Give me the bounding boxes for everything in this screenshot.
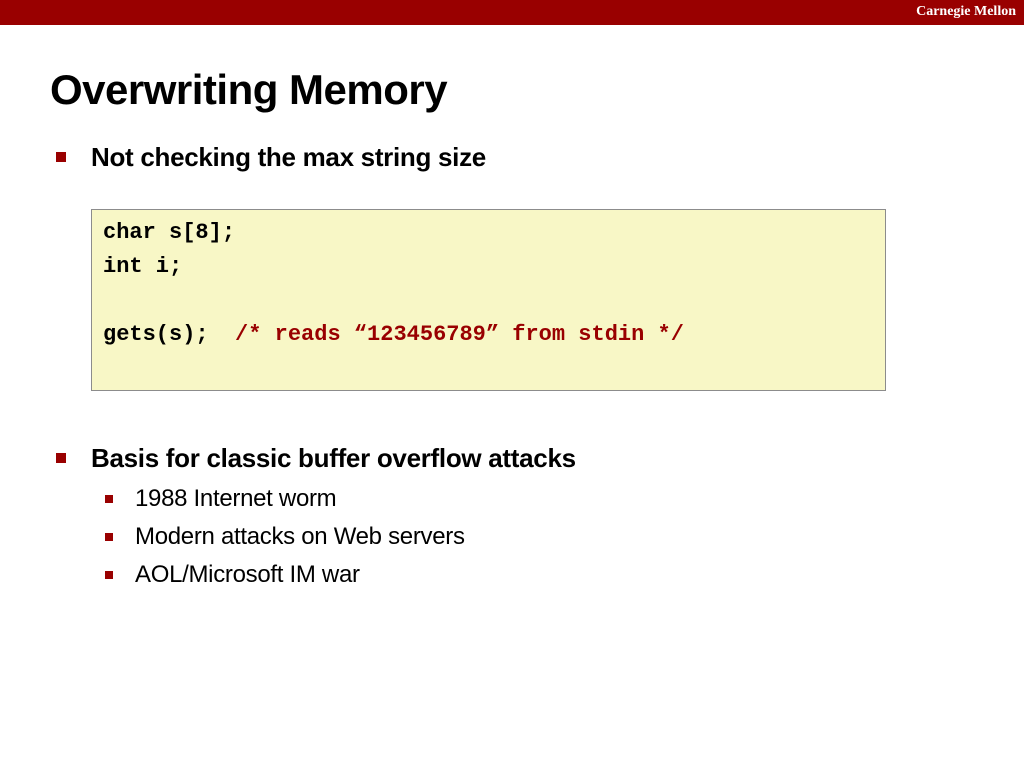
code-line-3: gets(s); /* reads “123456789” from stdin… — [103, 321, 684, 349]
code-comment: /* reads “123456789” from stdin */ — [235, 322, 684, 347]
code-line-1: char s[8]; — [103, 219, 235, 247]
sub-bullet-item: 1988 Internet worm — [105, 480, 465, 518]
sub-bullet-text: Modern attacks on Web servers — [135, 522, 465, 552]
small-square-bullet-icon — [105, 495, 113, 503]
sub-bullet-item: AOL/Microsoft IM war — [105, 556, 465, 594]
sub-bullet-item: Modern attacks on Web servers — [105, 518, 465, 556]
code-line-2: int i; — [103, 253, 182, 281]
header-bar: Carnegie Mellon — [0, 0, 1024, 25]
slide-title: Overwriting Memory — [50, 64, 447, 116]
square-bullet-icon — [56, 453, 66, 463]
bullet-text-1: Not checking the max string size — [91, 141, 486, 173]
bullet-item-2: Basis for classic buffer overflow attack… — [56, 442, 576, 474]
code-statement: gets(s); — [103, 322, 235, 347]
code-block: char s[8]; int i; gets(s); /* reads “123… — [91, 209, 886, 391]
bullet-text-2: Basis for classic buffer overflow attack… — [91, 442, 576, 474]
small-square-bullet-icon — [105, 533, 113, 541]
institution-name: Carnegie Mellon — [916, 4, 1016, 20]
sub-bullet-text: AOL/Microsoft IM war — [135, 560, 360, 590]
sub-bullet-text: 1988 Internet worm — [135, 484, 336, 514]
sub-bullet-list: 1988 Internet worm Modern attacks on Web… — [105, 480, 465, 594]
bullet-item-1: Not checking the max string size — [56, 141, 486, 173]
square-bullet-icon — [56, 152, 66, 162]
small-square-bullet-icon — [105, 571, 113, 579]
